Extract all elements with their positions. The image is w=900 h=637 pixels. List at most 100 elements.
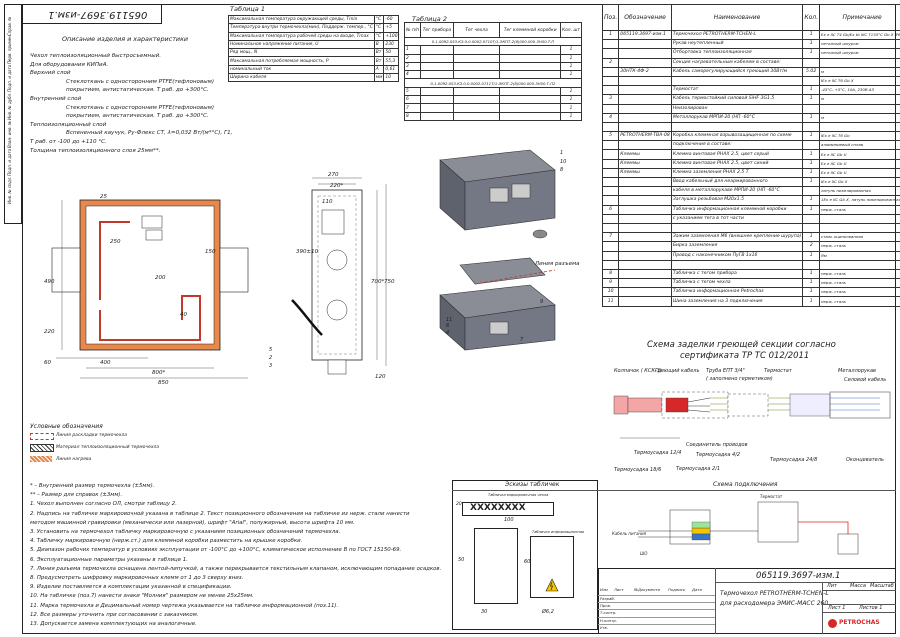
spec-cell: 4 bbox=[601, 112, 620, 123]
table2-header: Тег чехла bbox=[452, 22, 501, 38]
description-title: Описание изделия и характеристики bbox=[62, 35, 189, 43]
callout: 2 bbox=[269, 355, 273, 361]
note-line: 8. Предусмотреть шифровку маркировочных … bbox=[30, 575, 244, 581]
spec-row: подключения в составе:алюминиевый сплав bbox=[601, 140, 900, 151]
table2-cell bbox=[499, 53, 561, 63]
stamp-product: для расходомера ЭМИС-МАСС 260 bbox=[720, 600, 829, 607]
spec-cell bbox=[618, 250, 672, 261]
sealing-title: Схема заделки греющей секции согласно bbox=[647, 340, 836, 350]
company-logo: PETROCHAS bbox=[828, 617, 892, 629]
table2-cell: 1 bbox=[560, 45, 582, 55]
spec-cell: Шина заземления на 3 подключения bbox=[670, 296, 804, 307]
note-line: 6. Эксплуатационные параметры указаны в … bbox=[30, 556, 188, 563]
spec-cell bbox=[601, 250, 620, 261]
table1-cell: +5 bbox=[383, 23, 400, 33]
table2-cell bbox=[452, 61, 501, 72]
tag-plate-text: XXXXXXXX bbox=[470, 503, 526, 513]
table2-cell bbox=[420, 61, 454, 72]
spec-cell: IEx e IIC T6 Gb bbox=[818, 131, 900, 142]
spec-row bbox=[601, 222, 900, 234]
note-line: 5. Диапазон рабочих температур в условия… bbox=[30, 547, 402, 554]
wiring-diagram bbox=[638, 501, 859, 555]
table1-cell: В bbox=[373, 39, 385, 50]
table1-cell: Номинальное напряжение питания, U bbox=[228, 39, 375, 50]
note-line: 10. На табличке (поз.7) нанести знаки "М… bbox=[30, 593, 254, 600]
spec-cell: Клеммы bbox=[618, 158, 672, 169]
spec-cell: Заглушка резьбовая М20х1.5 bbox=[670, 195, 804, 206]
spec-cell: 2 bbox=[601, 57, 620, 68]
tag-plate bbox=[462, 502, 554, 516]
spec-cell: алюминиевый сплав bbox=[818, 140, 900, 151]
spec-cell bbox=[802, 75, 820, 87]
note-line: 3. Установить на термочехол табличку мар… bbox=[30, 529, 341, 535]
table1-cell: °С bbox=[373, 23, 385, 33]
spec-cell bbox=[618, 259, 672, 270]
spec-row: Неизолирован bbox=[601, 103, 900, 114]
device-box bbox=[141, 215, 163, 229]
wiring-title: Схема подключения bbox=[713, 481, 778, 488]
spec-cell bbox=[618, 213, 672, 224]
sealing-label: Соединитель проводов bbox=[686, 442, 748, 448]
table1-cell: А bbox=[373, 64, 385, 75]
stamp-lit: Лит bbox=[827, 583, 837, 589]
sealing-label: Термоусадка 18/6 bbox=[614, 467, 662, 473]
table2-title: Таблица 2 bbox=[412, 15, 447, 23]
spec-cell: 30НТК-4Ф-2 bbox=[618, 66, 672, 77]
pipe-right bbox=[219, 247, 249, 293]
table1-cell: -60 bbox=[383, 14, 400, 25]
spec-cell: Кабель термостойкий силовой SiHF 3G1.5 bbox=[670, 94, 804, 105]
spec-cell: 065119.3697-изм.1 bbox=[618, 29, 672, 41]
strip-label: Перв. примен. bbox=[7, 33, 12, 64]
note-line: 2. Надпись на табличке маркировочной ука… bbox=[30, 510, 410, 517]
spec-cell bbox=[670, 75, 804, 87]
note-line: методом машинной гравировки (механически… bbox=[30, 519, 355, 526]
strip-label: Подп. и дата bbox=[7, 148, 12, 176]
stamp-role: Н.контр. bbox=[600, 617, 617, 623]
spec-cell bbox=[618, 112, 672, 123]
spec-cell bbox=[601, 158, 620, 169]
sealing-label: Силовой кабель bbox=[844, 377, 887, 383]
dim-250: 250 bbox=[110, 239, 121, 245]
sketch-info-caption: Табличка информационная bbox=[532, 530, 585, 534]
info-plate-right bbox=[530, 536, 574, 598]
device-box bbox=[145, 229, 163, 241]
spec-cell bbox=[802, 140, 820, 151]
spec-cell bbox=[618, 57, 672, 68]
table2-cell: 1 bbox=[560, 95, 582, 105]
spec-row: с указанием тега в тот части bbox=[601, 213, 900, 224]
strip-label: Инв. № подл. bbox=[7, 176, 12, 204]
table2-cell bbox=[499, 86, 561, 97]
spec-cell: 1 bbox=[802, 287, 820, 298]
heat-line bbox=[99, 221, 201, 341]
spec-cell: кабеля в металлорукаве МРПИ-20 (НП -60°С bbox=[670, 186, 804, 197]
table2-cell bbox=[452, 53, 501, 63]
spec-cell: Металлорукав МРПИ-20 (НП -60°С bbox=[670, 112, 804, 123]
table2-cell bbox=[499, 61, 561, 72]
spec-cell bbox=[618, 94, 672, 105]
spec-cell bbox=[818, 121, 900, 133]
stamp-mass: Масса bbox=[850, 583, 866, 589]
legend-item-insulation bbox=[30, 444, 54, 452]
spec-cell bbox=[601, 222, 620, 234]
split-line-label: Линия разъема bbox=[535, 261, 580, 267]
spec-cell bbox=[802, 213, 820, 224]
spec-cell: 5 bbox=[601, 131, 620, 142]
table2-cell bbox=[499, 95, 561, 105]
spec-cell: нерж. сталь bbox=[818, 268, 900, 280]
spec-cell: 1 bbox=[802, 149, 820, 160]
spec-cell bbox=[818, 259, 900, 270]
table2-cell bbox=[499, 111, 561, 121]
table1-cell: Ряд мощ., N bbox=[228, 48, 375, 58]
description-line: T раб. от -100 до +110 °С. bbox=[30, 139, 107, 145]
sketch-tag-caption: Табличка маркировочная чехла bbox=[488, 493, 549, 497]
